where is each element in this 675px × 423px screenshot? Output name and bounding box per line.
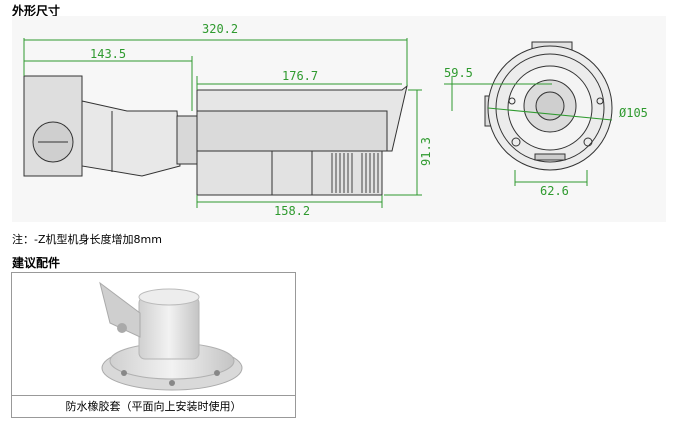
camera-body [196, 150, 383, 196]
dim-offset: 59.5 [444, 66, 473, 80]
front-dimensions [444, 76, 613, 186]
side-view [23, 75, 408, 196]
bracket-arm [81, 100, 181, 177]
camera-technical-drawing: 320.2 143.5 176.7 158.2 91.3 59.5 Ø105 [23, 22, 648, 218]
note-text: 注：-Z机型机身长度增加8mm [12, 233, 162, 246]
accessory-card: 防水橡胶套（平面向上安装时使用） [11, 272, 296, 418]
dim-height: 91.3 [419, 137, 433, 166]
dimension-drawing: 320.2 143.5 176.7 158.2 91.3 59.5 Ø105 [12, 16, 666, 222]
accessories-heading: 建议配件 [12, 256, 61, 270]
dim-base-width: 62.6 [540, 184, 569, 198]
front-view [484, 41, 613, 171]
accessory-caption: 防水橡胶套（平面向上安装时使用） [12, 395, 295, 418]
dim-body-length: 158.2 [274, 204, 310, 218]
rubber-cover-image [99, 281, 243, 391]
dimensions-heading: 外形尺寸 [12, 4, 61, 18]
dim-diameter: Ø105 [619, 106, 648, 120]
dim-total-length: 320.2 [202, 22, 238, 36]
side-dimensions [23, 38, 422, 208]
dim-housing-length: 176.7 [282, 69, 318, 83]
dim-bracket-length: 143.5 [90, 47, 126, 61]
